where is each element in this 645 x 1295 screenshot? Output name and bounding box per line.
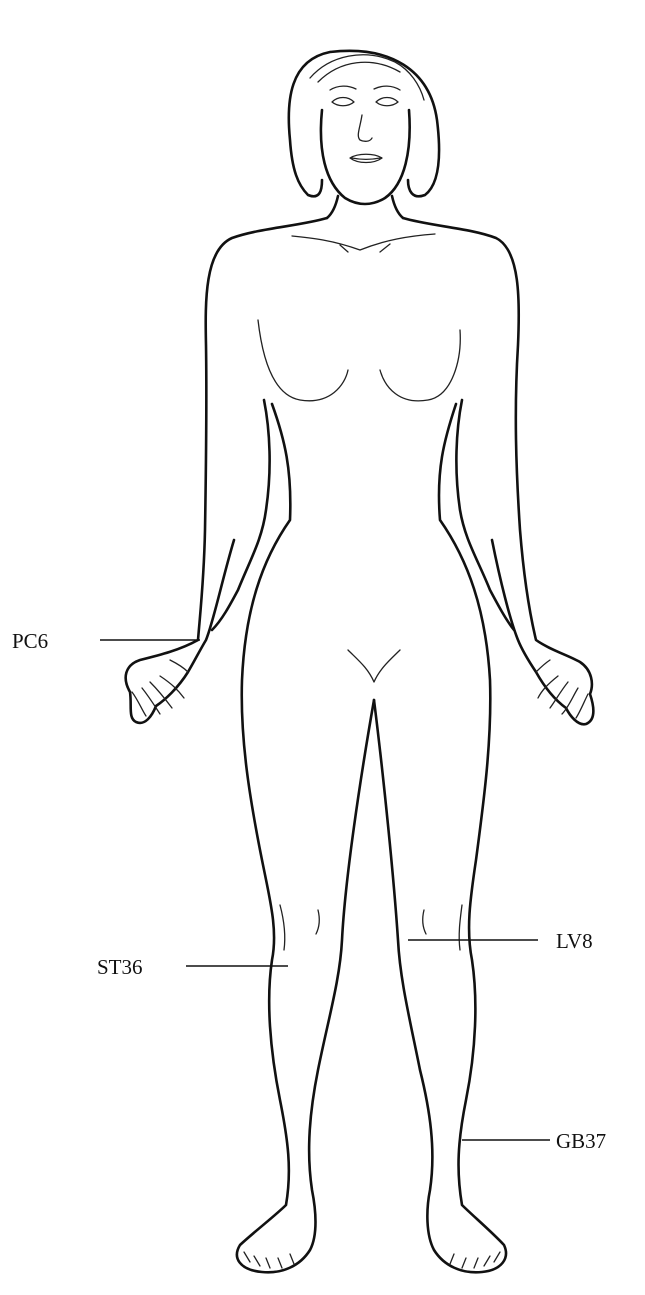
breast-right xyxy=(380,330,460,401)
torso xyxy=(258,196,460,682)
left-knee xyxy=(280,905,319,950)
torso-leg-right xyxy=(374,404,506,1272)
right-brow xyxy=(374,86,400,90)
body-outline-right xyxy=(403,218,593,724)
left-brow xyxy=(330,86,356,90)
label-st36: ST36 xyxy=(97,955,143,979)
right-hand-fingers xyxy=(536,660,588,718)
hair-fringe xyxy=(310,55,424,100)
left-toes xyxy=(244,1252,294,1268)
groin xyxy=(348,650,400,682)
collarbones xyxy=(292,234,435,252)
body-outline-left xyxy=(126,218,327,723)
face-outline xyxy=(321,110,410,204)
right-eye xyxy=(376,98,398,106)
breast-left xyxy=(258,320,348,401)
hair-outline xyxy=(289,51,439,196)
neck-right xyxy=(392,196,403,218)
torso-leg-left xyxy=(237,404,374,1272)
label-gb37: GB37 xyxy=(556,1129,606,1153)
label-pc6: PC6 xyxy=(12,629,48,653)
label-lv8: LV8 xyxy=(556,929,593,953)
inner-arm-left xyxy=(212,400,270,630)
left-eye xyxy=(332,98,354,106)
right-toes xyxy=(450,1252,500,1268)
right-knee xyxy=(423,905,462,950)
mouth xyxy=(350,154,382,162)
neck-left xyxy=(327,196,338,218)
head xyxy=(289,51,439,204)
left-hand-fingers xyxy=(132,660,188,716)
nose xyxy=(358,115,372,141)
